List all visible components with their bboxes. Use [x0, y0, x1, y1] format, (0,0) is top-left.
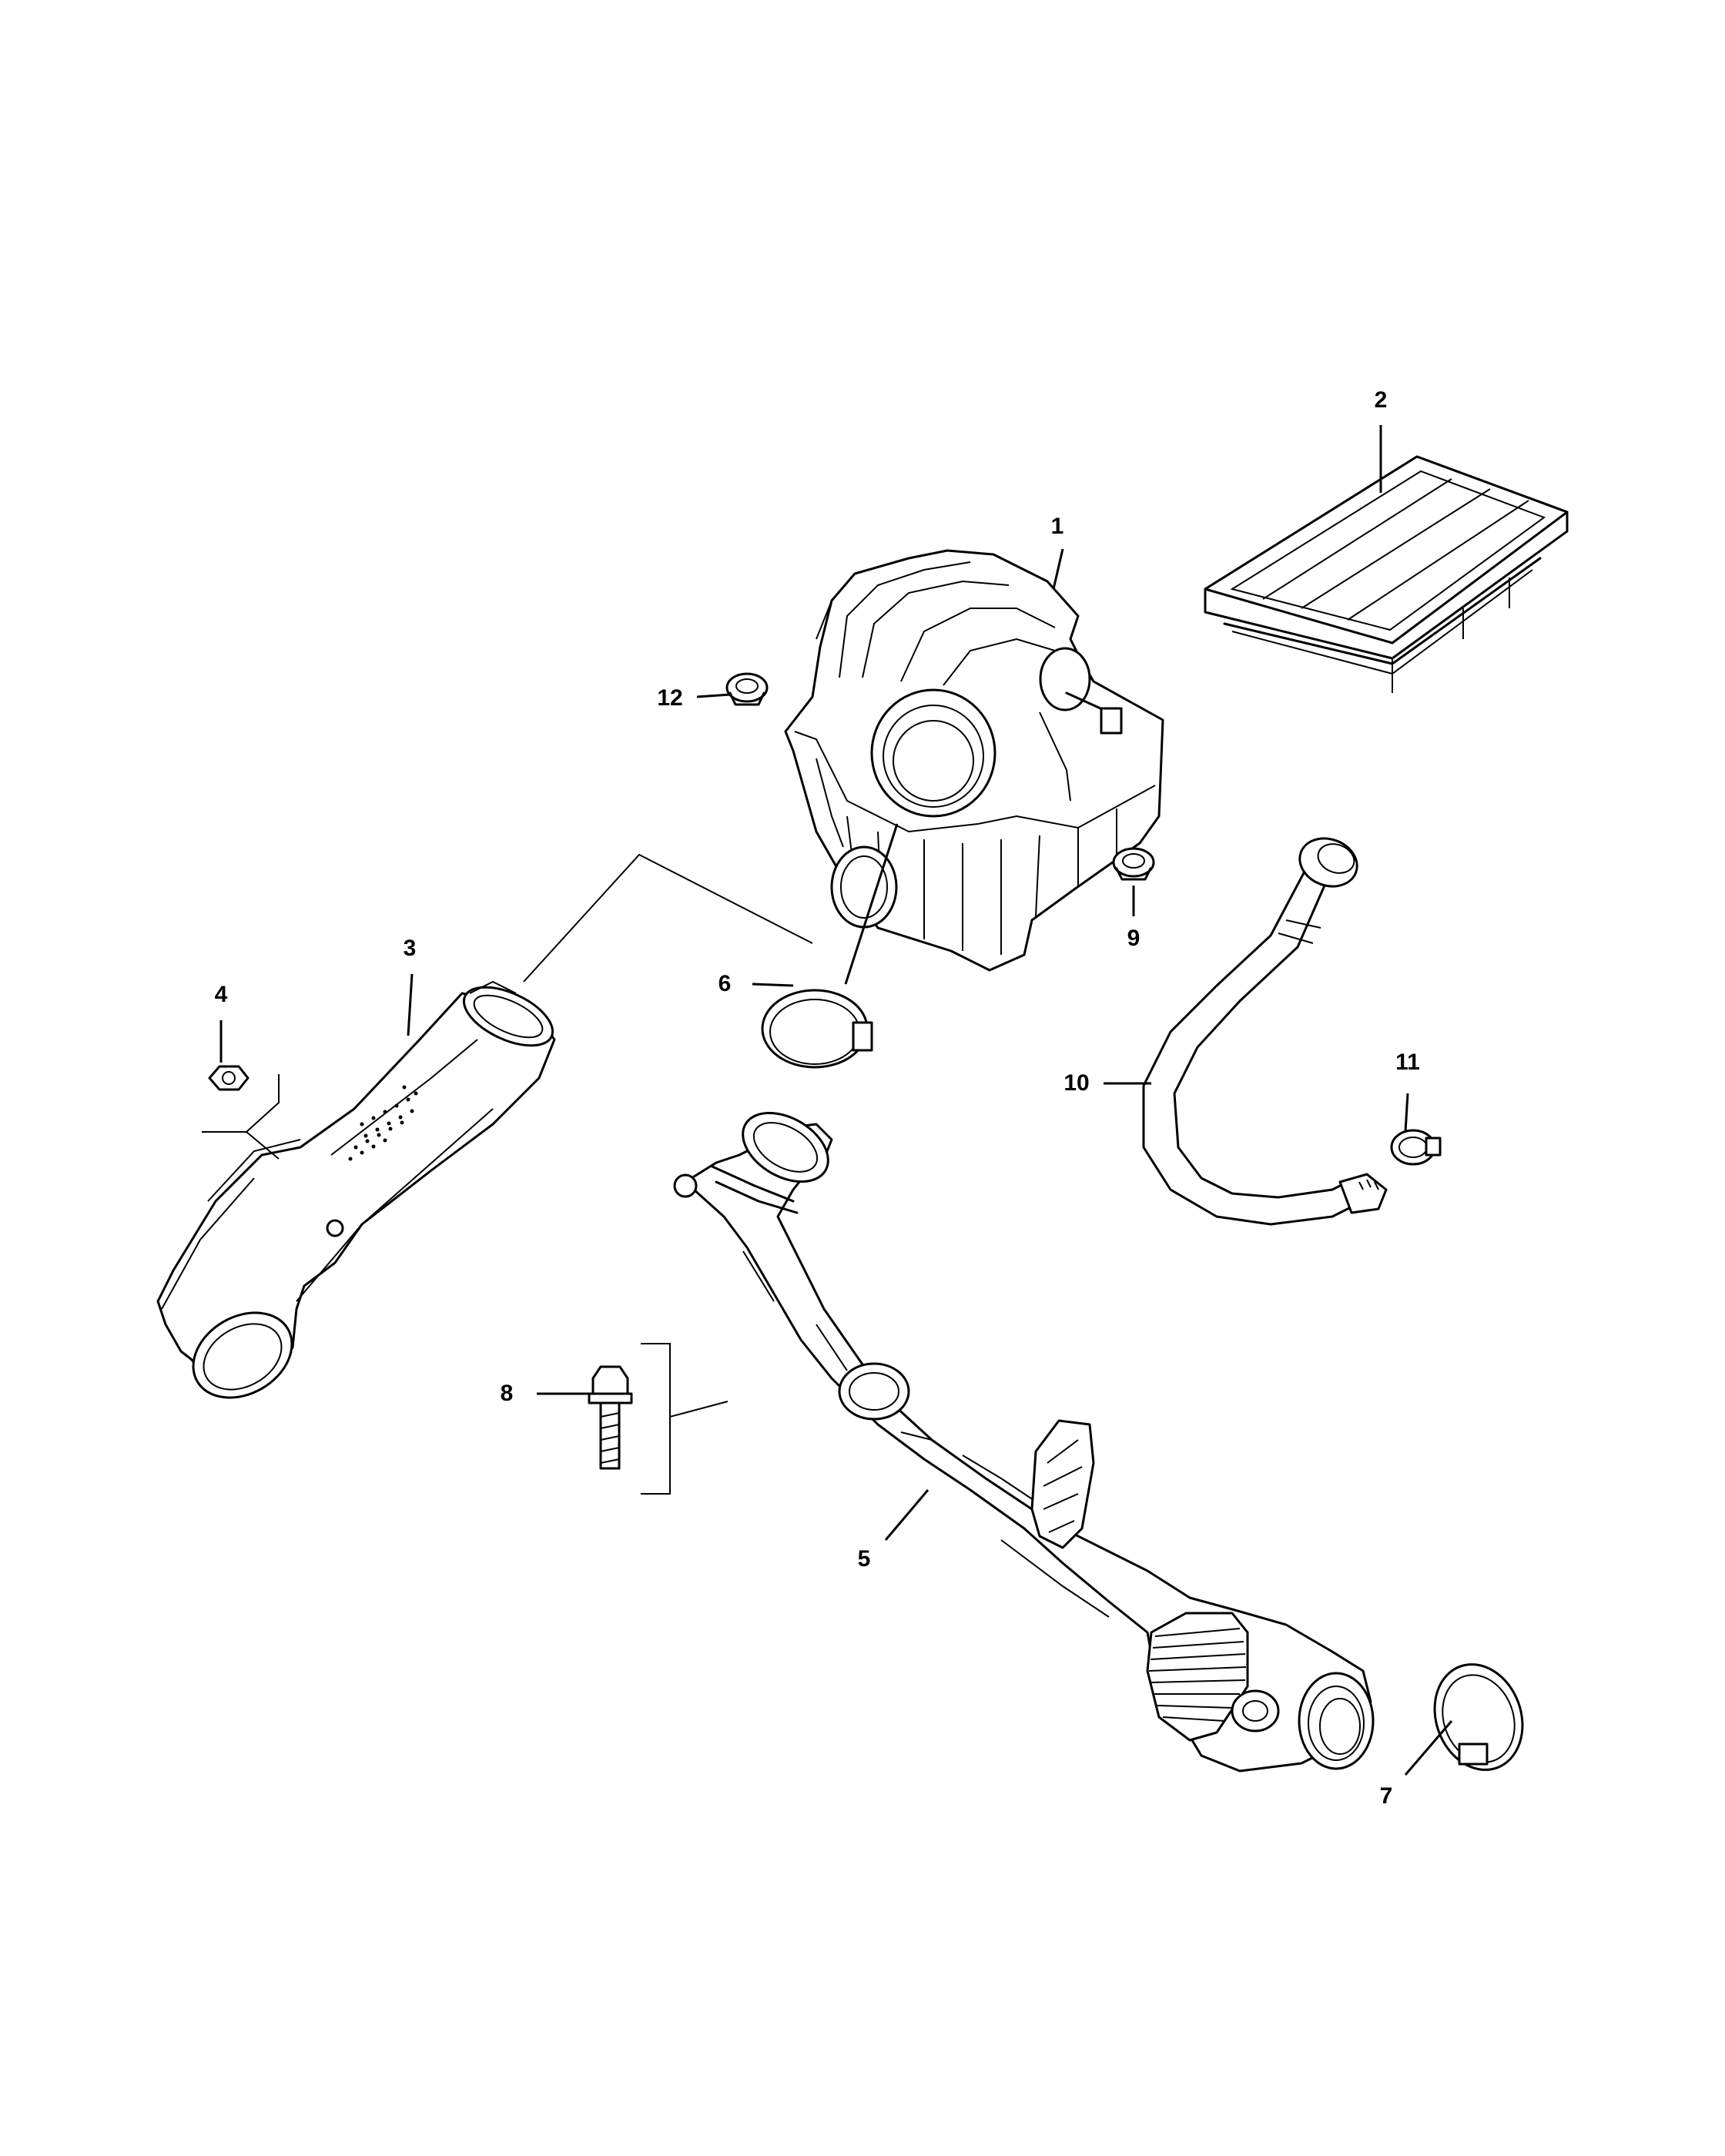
callout-4: 4	[214, 982, 228, 1007]
callout-9: 9	[1127, 926, 1141, 951]
intake-resonator-tube	[673, 1111, 1375, 1773]
hose-clamp-11	[1390, 1129, 1442, 1166]
grommet-12	[725, 672, 769, 706]
callout-12: 12	[657, 685, 683, 711]
grommet-9	[1112, 847, 1155, 881]
bellows-ribs	[1148, 1628, 1247, 1722]
hose-clamp-7	[1433, 1663, 1524, 1771]
callout-8: 8	[500, 1381, 514, 1406]
breather-hose	[1142, 837, 1388, 1226]
air-cleaner-housing	[784, 549, 1164, 972]
callout-3: 3	[403, 936, 417, 961]
callout-2: 2	[1374, 387, 1388, 413]
callout-11: 11	[1395, 1050, 1420, 1075]
callout-10: 10	[1063, 1070, 1090, 1096]
bolt-8	[588, 1365, 633, 1470]
callout-5: 5	[857, 1546, 871, 1572]
duct-texture	[348, 1085, 418, 1161]
air-filter-element	[1204, 455, 1569, 693]
callout-7: 7	[1379, 1783, 1393, 1809]
callout-6: 6	[718, 971, 732, 996]
air-inlet-duct	[156, 980, 556, 1399]
nut-4	[208, 1065, 250, 1091]
hose-clamp-6	[761, 989, 873, 1069]
callout-1: 1	[1050, 514, 1064, 539]
